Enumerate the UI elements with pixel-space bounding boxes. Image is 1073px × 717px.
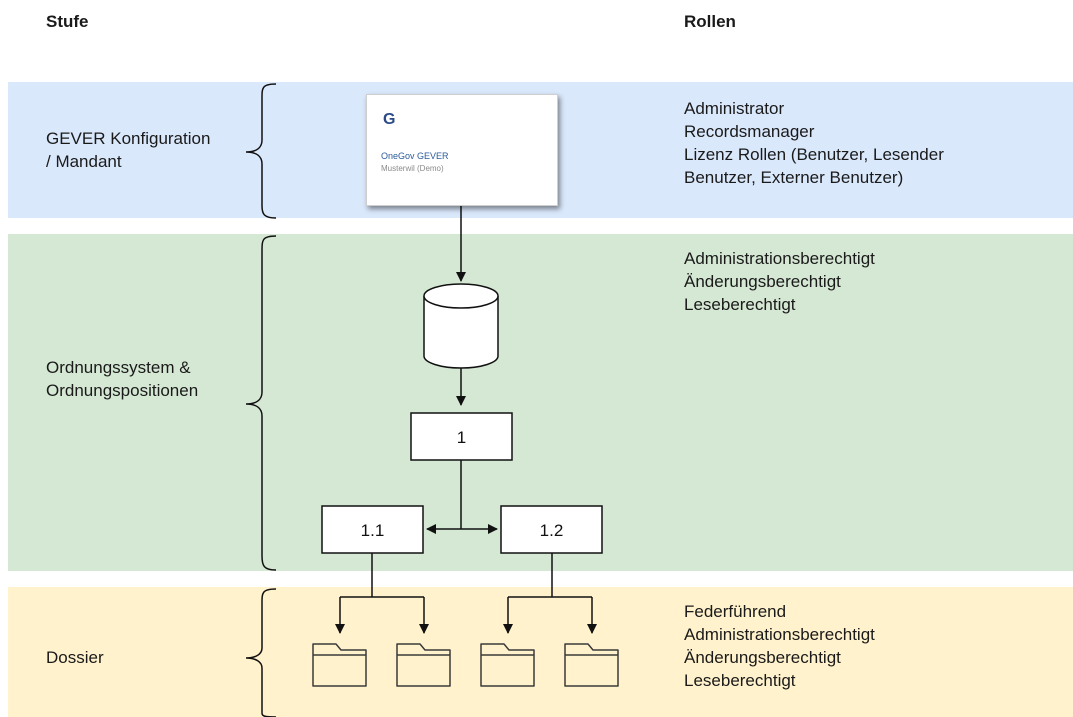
ordnung-role: Änderungsberechtigt <box>684 272 841 291</box>
config-roles-list: Administrator Recordsmanager Lizenz Roll… <box>684 97 944 189</box>
config-stage-label: GEVER Konfiguration / Mandant <box>46 127 210 173</box>
left-to-dossiers-connector <box>340 553 424 598</box>
dossier-role: Leseberechtigt <box>684 671 796 690</box>
onegov-logo-icon: G <box>383 111 396 128</box>
config-role: Benutzer, Externer Benutzer) <box>684 168 904 187</box>
config-stage-line1: GEVER Konfiguration <box>46 129 211 148</box>
dossier-stage-label: Dossier <box>46 646 104 669</box>
left-node-label: 1.1 <box>361 521 385 540</box>
dossier-role: Administrationsberechtigt <box>684 625 875 644</box>
folder-icon <box>480 643 535 687</box>
config-brace-icon <box>245 83 277 219</box>
database-icon <box>423 283 499 369</box>
config-role: Administrator <box>684 99 785 118</box>
ordnung-role: Administrationsberechtigt <box>684 249 875 268</box>
dossier-role: Änderungsberechtigt <box>684 648 841 667</box>
right-node-box <box>500 505 603 554</box>
stage-column-header: Stufe <box>46 12 89 31</box>
ordnung-stage-line2: Ordnungspositionen <box>46 381 199 400</box>
config-role: Lizenz Rollen (Benutzer, Lesender <box>684 145 944 164</box>
dossier-role: Federführend <box>684 602 787 621</box>
right-node-label: 1.2 <box>540 521 564 540</box>
dossier-level-band <box>8 587 1073 717</box>
root-node-box <box>410 412 513 461</box>
roles-column-header: Rollen <box>684 12 736 31</box>
dossier-stage-line1: Dossier <box>46 648 104 667</box>
ordnung-role: Leseberechtigt <box>684 295 796 314</box>
onegov-gever-logo-card: G OneGov GEVER Musterwil (Demo) <box>366 94 558 206</box>
config-stage-line2: / Mandant <box>46 152 122 171</box>
dossier-roles-list: Federführend Administrationsberechtigt Ä… <box>684 600 875 692</box>
left-node-box <box>321 505 424 554</box>
folder-icon <box>312 643 367 687</box>
ordnung-roles-list: Administrationsberechtigt Änderungsberec… <box>684 247 875 316</box>
folder-icon <box>396 643 451 687</box>
logo-tenant-name: Musterwil (Demo) <box>381 164 444 173</box>
root-node-label: 1 <box>457 428 466 447</box>
folder-icon <box>564 643 619 687</box>
dossier-brace-icon <box>245 588 277 717</box>
ordnung-stage-label: Ordnungssystem & Ordnungspositionen <box>46 356 198 402</box>
logo-product-name: OneGov GEVER <box>381 151 449 161</box>
ordnung-brace-icon <box>245 235 277 571</box>
config-role: Recordsmanager <box>684 122 815 141</box>
right-to-dossiers-connector <box>508 553 592 598</box>
ordnung-stage-line1: Ordnungssystem & <box>46 358 191 377</box>
